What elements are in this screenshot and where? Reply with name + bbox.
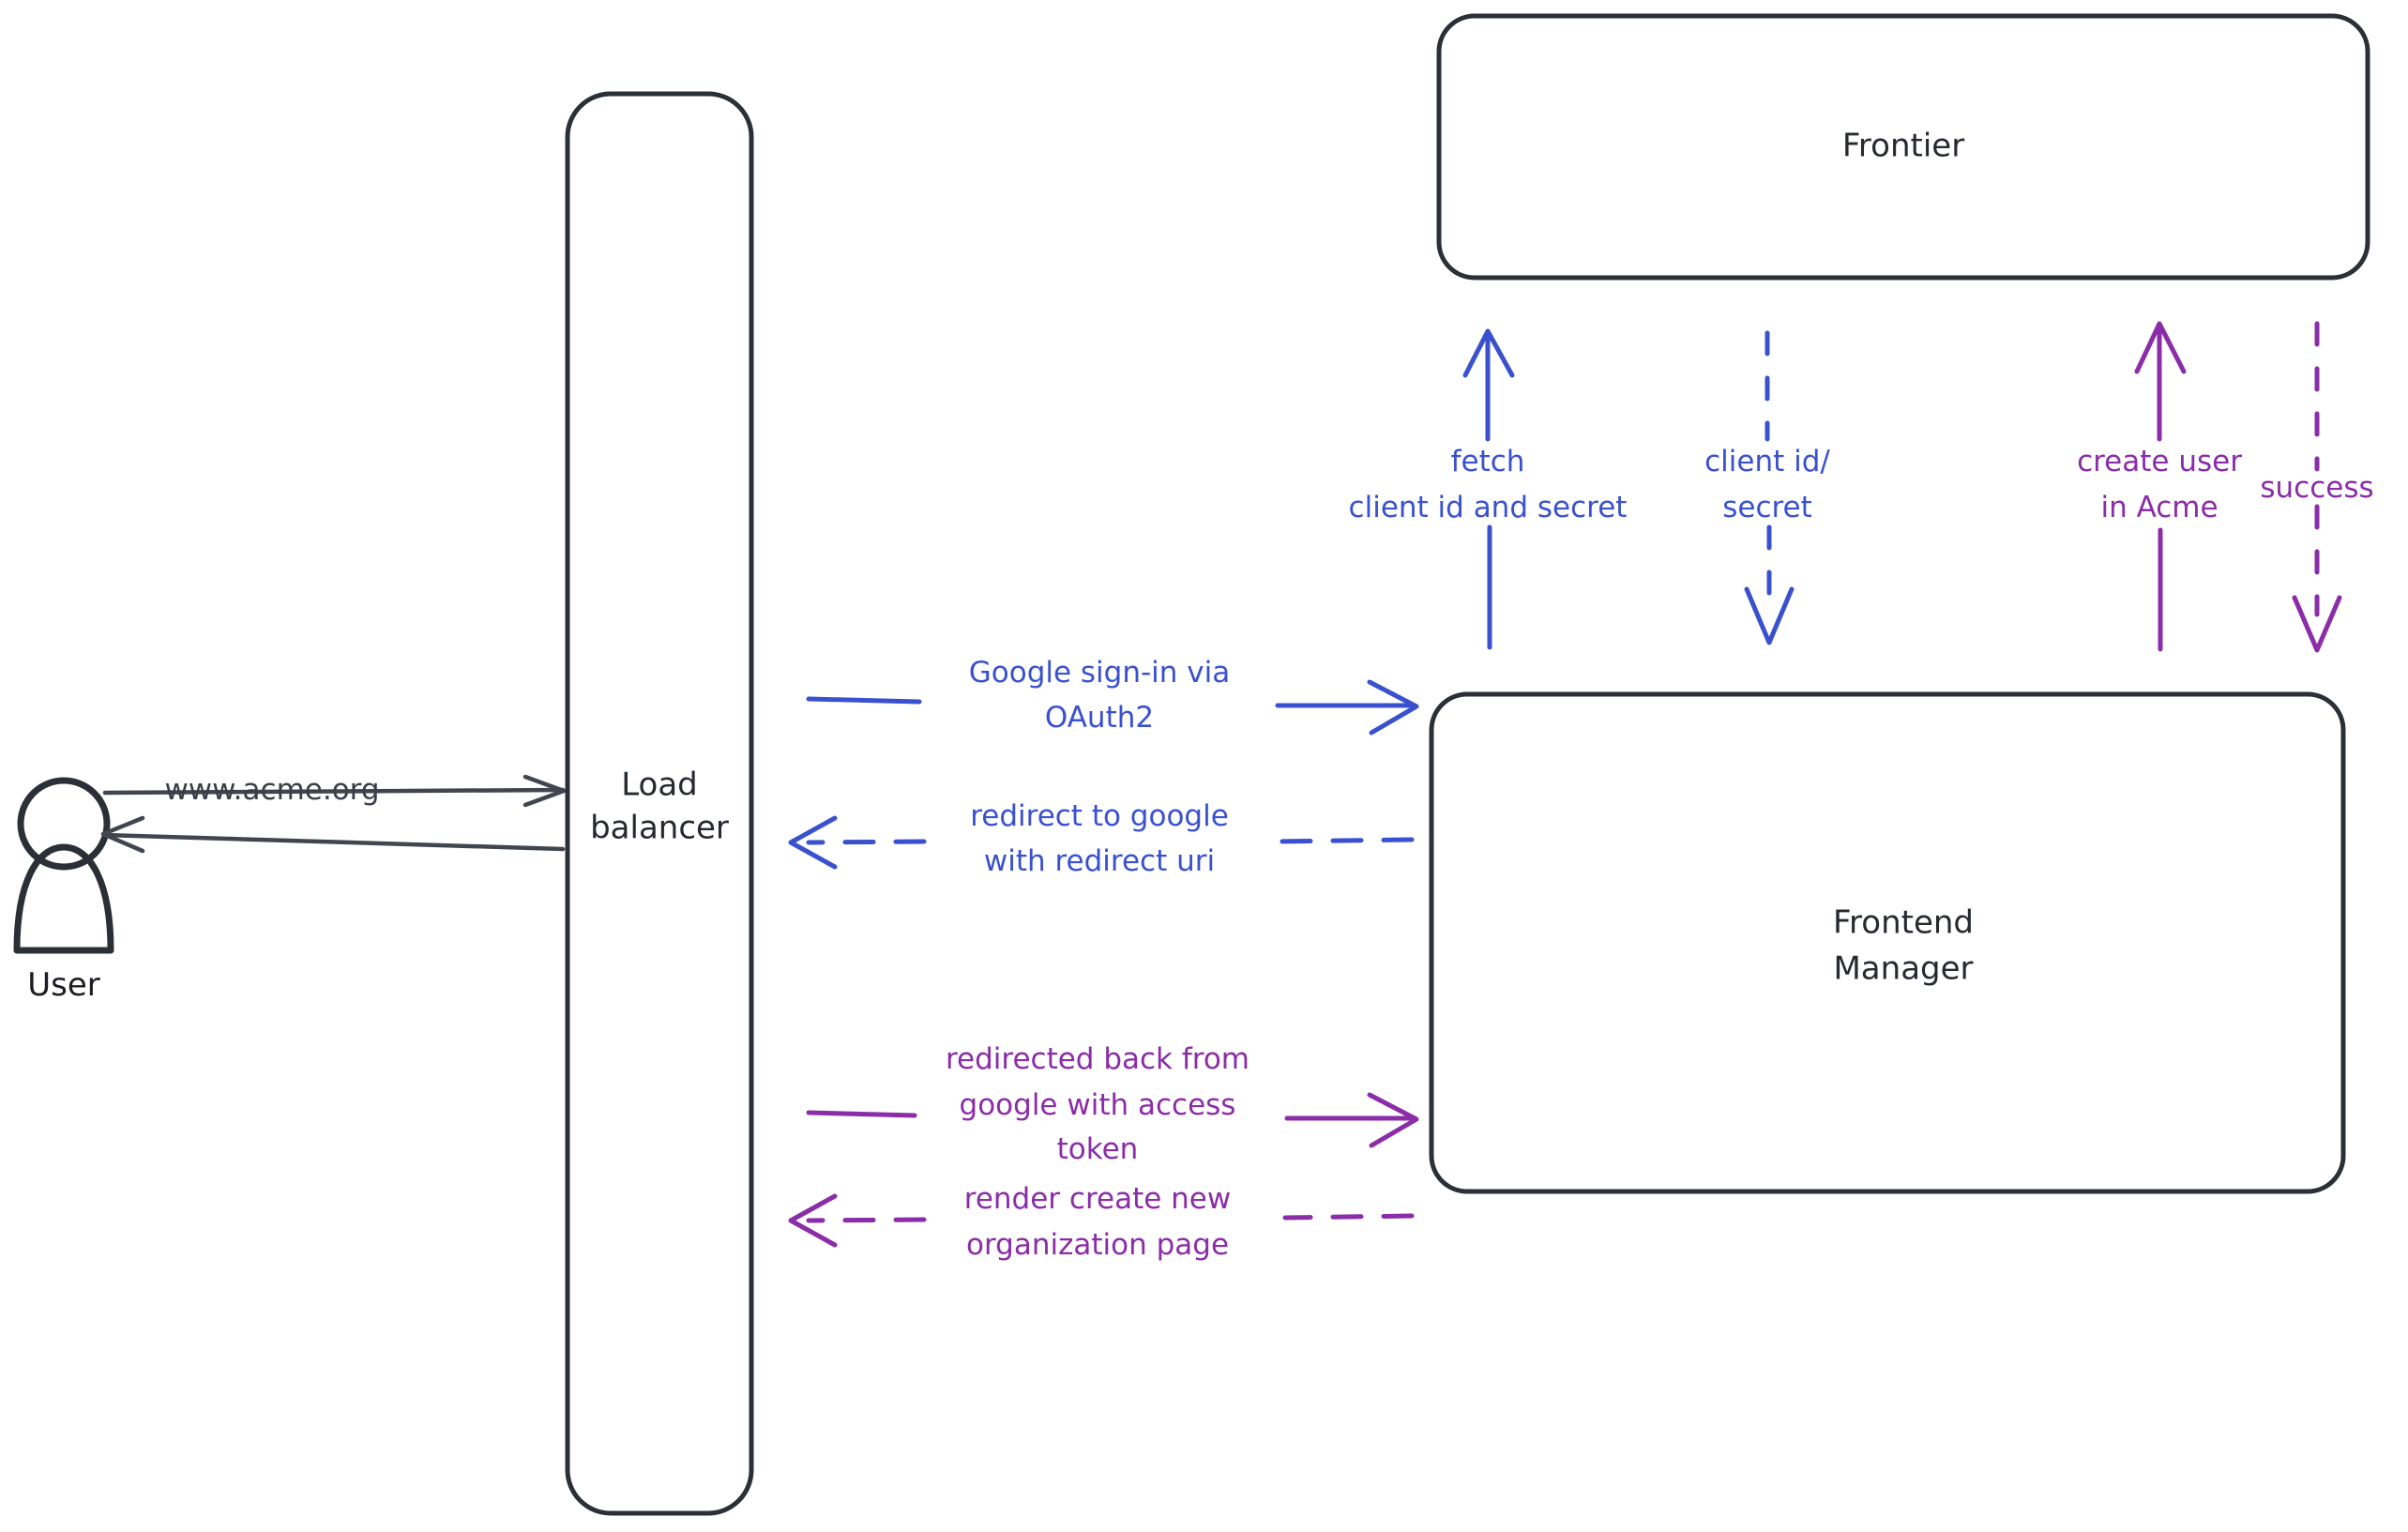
node-load-balancer-label-line1: Load xyxy=(621,766,698,804)
node-load-balancer-label-line2: balancer xyxy=(590,810,729,847)
edge-frontier-to-fm-clientid[interactable]: client id/ secret xyxy=(1704,330,1830,645)
edge-user-to-lb[interactable]: www.acme.org xyxy=(102,773,567,808)
edge-signin-arrowhead xyxy=(1367,679,1419,736)
edge-redirect-line-right xyxy=(1273,837,1415,844)
edge-render-label-line2: organization page xyxy=(966,1228,1229,1262)
edge-render-label-line1: render create new xyxy=(964,1182,1231,1216)
actor-user-label: User xyxy=(27,966,100,1004)
edge-clientid-label-line2: secret xyxy=(1722,491,1812,524)
edge-fm-to-lb-render[interactable]: render create new organization page xyxy=(788,1182,1415,1262)
edge-token-label-line1: redirected back from xyxy=(946,1042,1249,1076)
edge-lb-to-user-line xyxy=(102,832,566,852)
user-body-icon xyxy=(13,843,114,954)
node-load-balancer-shape xyxy=(565,91,754,1516)
edge-signin-label-line1: Google sign-in via xyxy=(969,656,1231,690)
edge-signin-line-left xyxy=(806,696,922,705)
edge-createuser-label-line1: create user xyxy=(2077,445,2242,478)
edge-user-to-lb-arrowhead xyxy=(522,774,567,808)
actor-user[interactable]: User xyxy=(13,777,114,1004)
edge-lb-to-fm-signin[interactable]: Google sign-in via OAuth2 xyxy=(806,656,1419,736)
edge-signin-label-line2: OAuth2 xyxy=(1045,701,1154,735)
edge-success-arrowhead xyxy=(2292,595,2342,653)
edge-render-line-left xyxy=(806,1217,927,1223)
edge-fm-to-lb-redirect[interactable]: redirect to google with redirect uri xyxy=(788,799,1415,878)
edge-token-arrowhead xyxy=(1367,1092,1419,1148)
edge-render-arrowhead xyxy=(788,1193,838,1248)
edge-token-label-line3: token xyxy=(1057,1132,1139,1166)
edge-fm-to-frontier-fetch[interactable]: fetch client id and secret xyxy=(1349,328,1628,650)
edge-user-to-lb-label: www.acme.org xyxy=(164,773,379,807)
node-frontend-manager-shape xyxy=(1429,691,2346,1194)
user-head-icon xyxy=(17,777,111,871)
edge-clientid-arrowhead xyxy=(1744,586,1795,645)
node-frontend-manager-label-line1: Frontend xyxy=(1833,904,1974,942)
node-load-balancer[interactable]: Load balancer xyxy=(565,91,754,1516)
edge-lb-to-fm-token[interactable]: redirected back from google with access … xyxy=(806,1042,1419,1166)
node-frontend-manager[interactable]: Frontend Manager xyxy=(1429,691,2346,1194)
edge-fm-to-frontier-createuser[interactable]: create user in Acme xyxy=(2077,321,2242,652)
edge-redirect-label-line2: with redirect uri xyxy=(984,844,1215,878)
edge-redirect-arrowhead xyxy=(788,815,838,870)
edge-token-line-left xyxy=(806,1110,917,1118)
edge-redirect-label-line1: redirect to google xyxy=(970,799,1229,833)
edge-createuser-arrowhead xyxy=(2134,321,2187,374)
edge-lb-to-user-arrowhead xyxy=(100,815,145,854)
edge-frontier-to-fm-success[interactable]: success xyxy=(2260,321,2374,653)
node-frontier[interactable]: Frontier xyxy=(1436,13,2370,281)
node-frontier-shape xyxy=(1436,13,2370,281)
node-frontend-manager-label-line2: Manager xyxy=(1833,950,1973,988)
edge-fetch-arrowhead xyxy=(1462,328,1515,378)
edge-success-label-line1: success xyxy=(2260,471,2373,505)
edge-createuser-label-line2: in Acme xyxy=(2100,491,2218,524)
edge-fetch-label-line2: client id and secret xyxy=(1349,491,1628,524)
edge-fetch-label-line1: fetch xyxy=(1451,445,1525,478)
edge-token-label-line2: google with access xyxy=(960,1088,1236,1122)
edge-render-line-right xyxy=(1282,1213,1415,1221)
edge-lb-to-user[interactable] xyxy=(100,815,566,854)
node-frontier-label-line1: Frontier xyxy=(1842,128,1964,165)
edge-clientid-label-line1: client id/ xyxy=(1704,445,1830,478)
edge-user-to-lb-line xyxy=(102,787,566,796)
